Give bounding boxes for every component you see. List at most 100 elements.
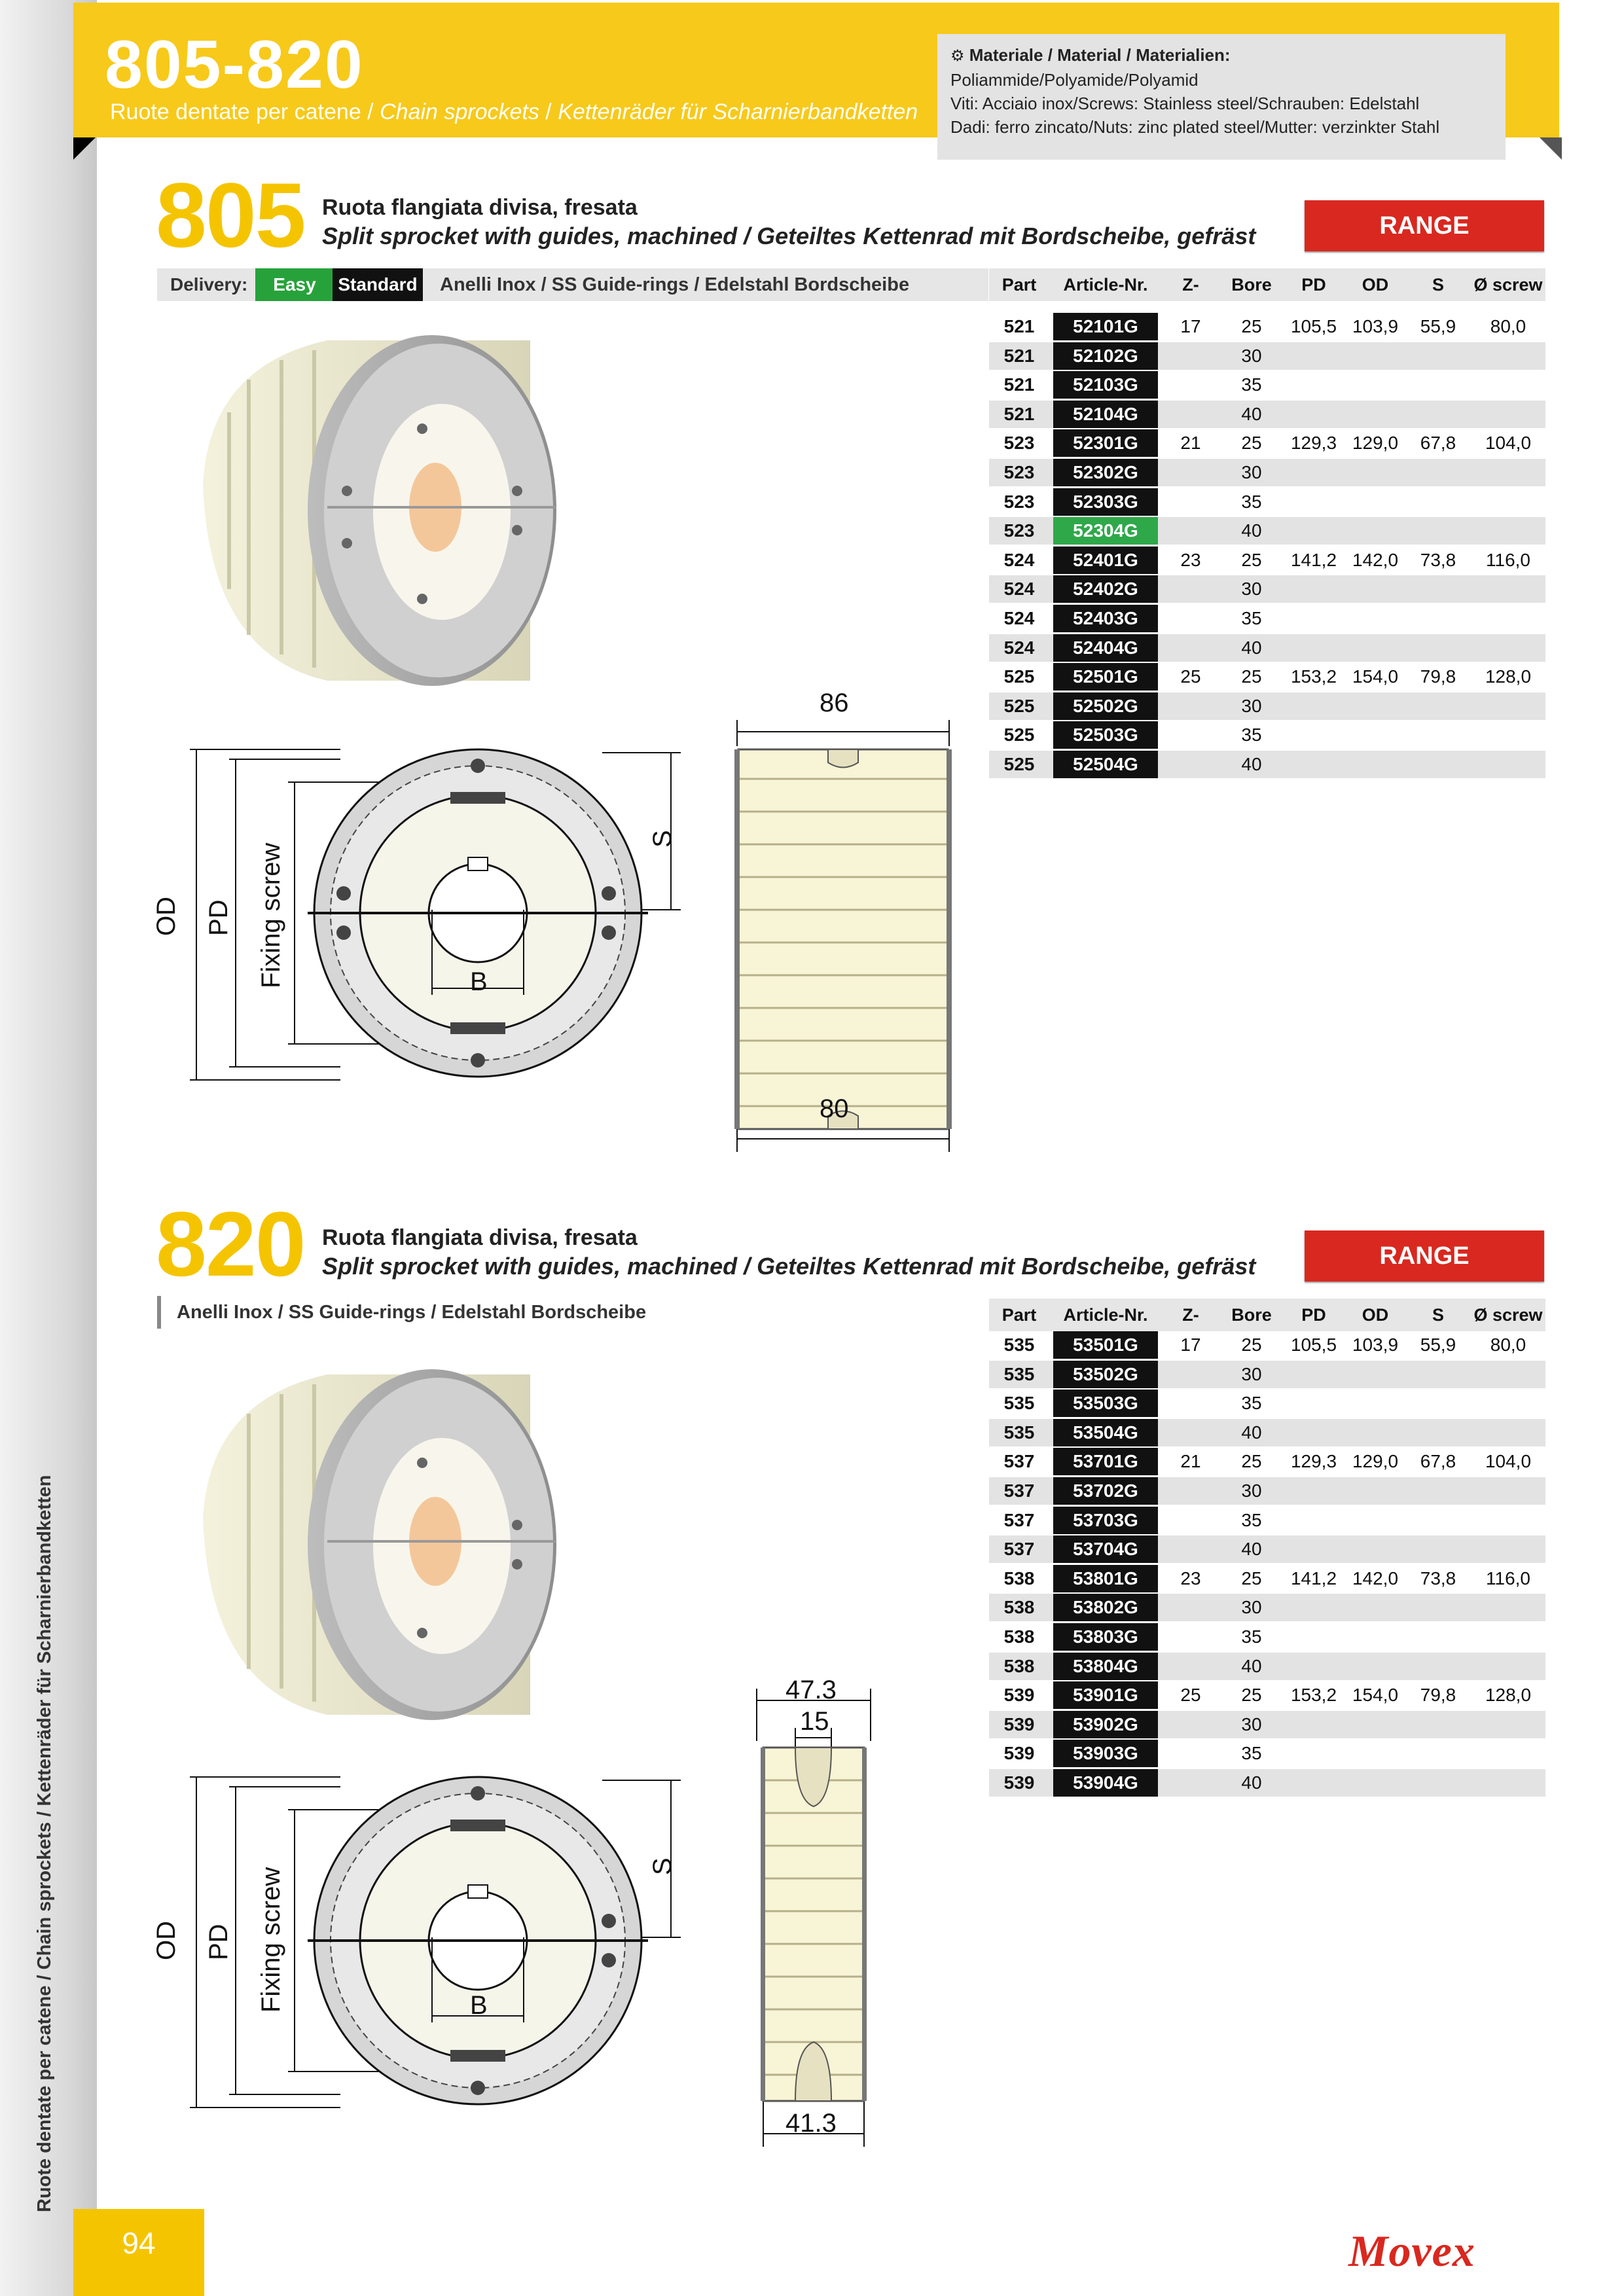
cell-z [1162, 605, 1219, 632]
table-header-820 [989, 1299, 1545, 1331]
cell-pd: 153,2 [1290, 1685, 1337, 1706]
cell-s [1408, 401, 1468, 428]
cell-od: 154,0 [1352, 666, 1399, 687]
cell-screw [1471, 517, 1545, 545]
movex-logo: Movex [1348, 2226, 1475, 2276]
cell-z [1162, 1623, 1219, 1651]
cell-article: 53803G [1053, 1623, 1158, 1651]
cell-screw [1471, 751, 1545, 778]
cell-bore: 25 [1241, 1451, 1262, 1472]
cell-s [1408, 1623, 1468, 1651]
cell-screw [1471, 1623, 1545, 1651]
cell-pd [1284, 1390, 1344, 1417]
cell-z: 21 [1180, 1451, 1201, 1472]
cell-s [1408, 342, 1468, 370]
cell-od [1345, 1740, 1405, 1767]
cell-bore: 25 [1241, 549, 1262, 570]
cell-od [1345, 1711, 1405, 1738]
cell-s [1408, 1390, 1468, 1417]
header-corner-right [1540, 137, 1562, 160]
cell-z: 21 [1180, 433, 1201, 454]
cell-pd: 105,5 [1290, 316, 1337, 336]
cell-screw: 80,0 [1490, 1335, 1526, 1355]
cell-bore: 30 [1241, 1713, 1262, 1734]
cell-pd [1284, 1419, 1344, 1446]
cell-pd [1284, 1623, 1344, 1651]
side-drawing-820 [756, 1689, 871, 2147]
delivery-label: Delivery: [170, 274, 248, 295]
materials-line: Dadi: ferro zincato/Nuts: zinc plated st… [950, 117, 1440, 137]
cell-screw [1471, 1390, 1545, 1417]
cell-z [1162, 575, 1219, 603]
cell-article: 53901G [1053, 1681, 1158, 1710]
cell-screw: 116,0 [1486, 549, 1530, 570]
table-row: 539 53903G 35 [989, 1740, 1545, 1768]
cell-bore: 35 [1241, 1743, 1262, 1764]
cell-screw [1471, 371, 1545, 399]
cell-part: 524 [1003, 608, 1035, 628]
front-drawing-805 [190, 748, 681, 1081]
col-part: Part [1001, 275, 1037, 295]
cell-screw [1471, 1653, 1545, 1680]
cell-pd [1284, 1361, 1344, 1388]
cell-pd [1284, 1711, 1344, 1738]
col-z: Z- [1182, 275, 1199, 295]
cell-s [1408, 751, 1468, 778]
cell-od [1345, 517, 1405, 545]
col-od: OD [1362, 275, 1389, 295]
cell-od: 142,0 [1352, 549, 1399, 570]
col-od: OD [1362, 1305, 1389, 1325]
cell-z [1162, 1740, 1219, 1767]
cell-article: 53704G [1053, 1535, 1158, 1564]
cell-bore: 30 [1241, 1363, 1262, 1384]
cell-screw [1471, 692, 1545, 720]
cell-article: 52401G [1053, 546, 1158, 574]
cell-s: 55,9 [1420, 1335, 1456, 1355]
cell-bore: 35 [1241, 1509, 1262, 1530]
section-number: 820 [156, 1193, 306, 1295]
cell-pd [1284, 751, 1344, 778]
cell-z [1162, 634, 1219, 662]
cell-screw: 104,0 [1485, 433, 1532, 454]
cell-pd [1284, 1594, 1344, 1621]
cell-screw [1471, 634, 1545, 662]
cell-s [1408, 488, 1468, 516]
col-article: Article-Nr. [1063, 275, 1148, 295]
col-s: S [1432, 1305, 1444, 1325]
cell-part: 535 [1003, 1335, 1035, 1355]
section-title-en: Split sprocket with guides, machined / G… [322, 223, 1256, 249]
cell-bore: 40 [1241, 1539, 1262, 1560]
cell-article: 53903G [1053, 1740, 1158, 1768]
dim-width-bottom: 41.3 [785, 2109, 837, 2138]
cell-s [1408, 692, 1468, 720]
cell-part: 537 [1003, 1451, 1035, 1472]
cell-screw [1471, 1419, 1545, 1446]
materials-line: Viti: Acciaio inox/Screws: Stainless ste… [950, 94, 1420, 113]
side-drawing-805 [734, 720, 952, 1152]
cell-screw [1471, 1361, 1545, 1388]
cell-screw [1471, 488, 1545, 516]
cell-article: 52104G [1053, 400, 1158, 428]
dim-width-top: 86 [820, 689, 849, 717]
cell-z [1162, 1361, 1219, 1388]
cell-z [1162, 751, 1219, 778]
cell-article: 52103G [1053, 371, 1158, 399]
cell-od [1345, 605, 1405, 632]
cell-bore: 25 [1241, 666, 1262, 687]
cell-pd [1284, 1507, 1344, 1534]
cell-part: 539 [1003, 1743, 1035, 1764]
cell-article: 53703G [1053, 1506, 1158, 1534]
cell-s: 79,8 [1420, 666, 1456, 687]
cell-s: 67,8 [1420, 1451, 1456, 1472]
cell-bore: 30 [1241, 462, 1262, 482]
cell-screw [1471, 1477, 1545, 1505]
cell-part: 524 [1003, 637, 1035, 658]
cell-od [1345, 459, 1405, 486]
cell-od [1345, 634, 1405, 662]
cell-s: 73,8 [1420, 1568, 1456, 1588]
cell-s [1408, 1740, 1468, 1767]
cell-article: 53902G [1053, 1710, 1158, 1738]
